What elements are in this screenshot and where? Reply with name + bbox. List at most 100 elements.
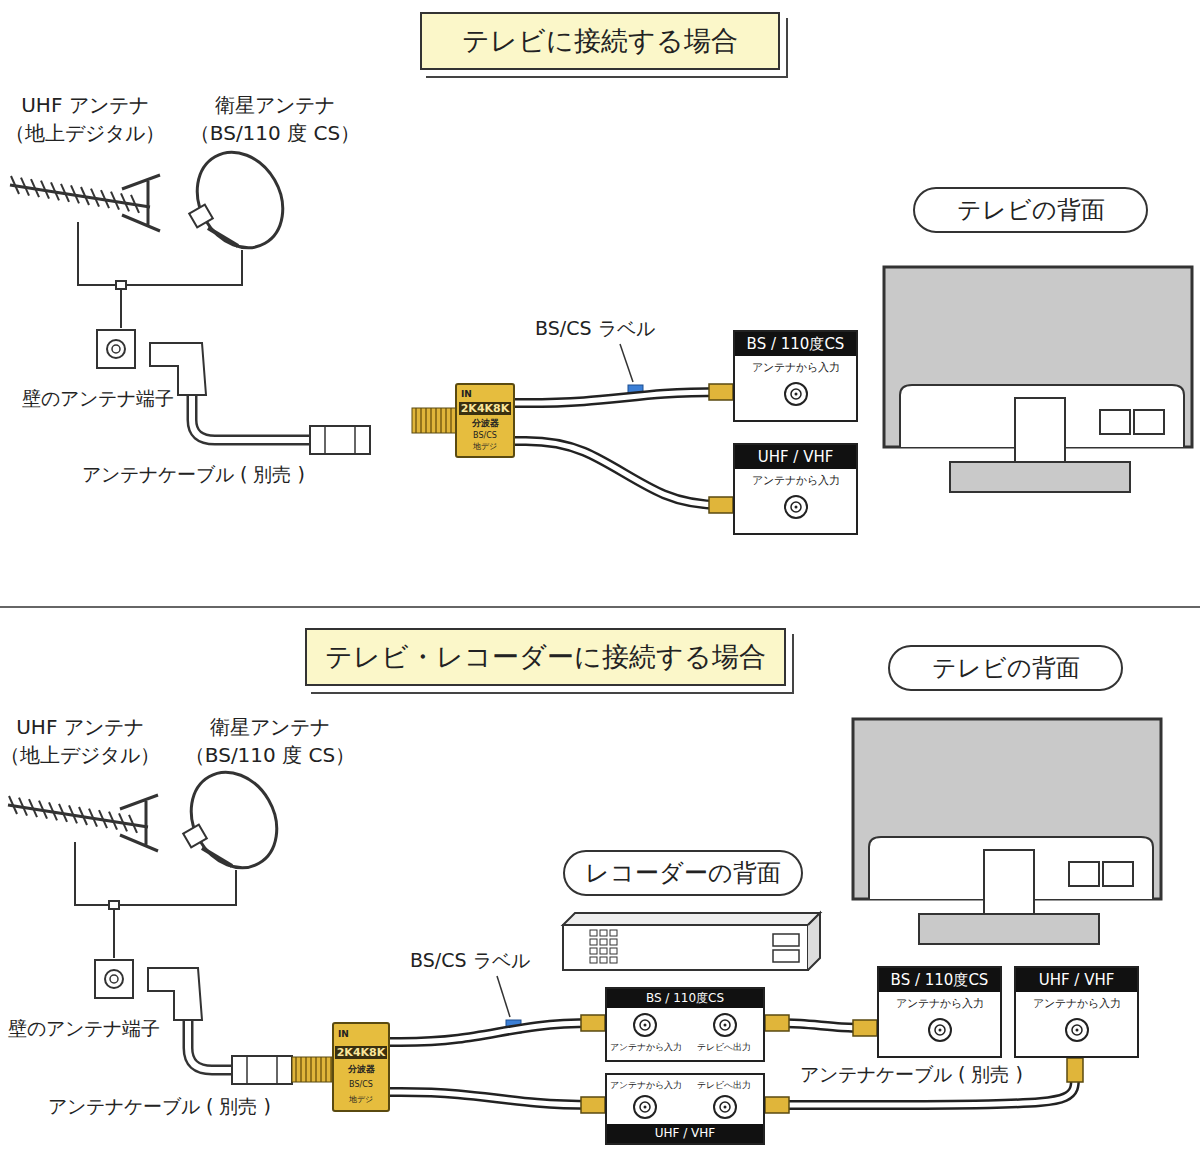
antenna-cable: [150, 343, 370, 454]
splitter-marking: 2K4K8K: [459, 402, 512, 415]
f-connector-nut: [709, 384, 733, 400]
splitter-marking: 分波器: [472, 419, 499, 428]
satellite-dish: [180, 137, 299, 264]
coax-jack: [783, 381, 809, 407]
terminal-header: BS / 110度CS: [607, 989, 763, 1008]
f-connector-nut: [765, 1015, 789, 1031]
f-connector-nut: [853, 1020, 877, 1036]
part-label: アンテナケーブル ( 別売 ): [48, 1094, 271, 1120]
antenna-label: （BS/110 度 CS）: [185, 742, 355, 769]
cable-core: [390, 1023, 605, 1042]
coax-jack: [783, 494, 809, 520]
antenna-cable: [148, 968, 292, 1084]
terminal-text: アンテナから入力: [607, 1079, 685, 1092]
antenna-cable: [765, 1015, 877, 1036]
coax-jack: [632, 1012, 658, 1038]
section-title-text: テレビに接続する場合: [462, 23, 738, 59]
cable-sheath: [765, 1058, 1075, 1105]
terminal-text: アンテナから入力: [735, 360, 856, 375]
terminal-text: アンテナから入力: [1016, 996, 1137, 1011]
terminal-text: UHF / VHF: [607, 1124, 763, 1143]
caption-text: レコーダーの背面: [585, 857, 781, 889]
wall-outlet: [97, 330, 135, 368]
antenna-label: UHF アンテナ: [21, 92, 149, 119]
recorder-back-caption: レコーダーの背面: [563, 850, 803, 896]
part-label: 壁のアンテナ端子: [8, 1016, 160, 1042]
f-connector-nut: [581, 1015, 605, 1031]
splitter: IN 2K4K8K 分波器 BS/CS 地デジ: [332, 1022, 390, 1112]
splitter-marking: BS/CS: [349, 1081, 373, 1089]
splitter-marking: 地デジ: [349, 1096, 373, 1104]
terminal-text: アンテナから入力: [735, 473, 856, 488]
coax-jack: [712, 1094, 738, 1120]
splitter-marking: BS/CS: [473, 432, 497, 440]
part-label: BS/CS ラベル: [535, 316, 655, 342]
terminal-header: UHF / VHF: [735, 445, 856, 469]
cable-core: [515, 441, 733, 505]
antenna-wires: [78, 222, 242, 328]
splitter-thread: [292, 1057, 332, 1082]
terminal-text: テレビへ出力: [685, 1079, 763, 1092]
splitter: IN 2K4K8K 分波器 BS/CS 地デジ: [455, 383, 515, 458]
tv-back: [884, 267, 1192, 492]
recorder: [563, 913, 820, 970]
antenna-label: （地上デジタル）: [0, 742, 160, 769]
uhf-antenna: [8, 795, 158, 851]
f-connector-nut: [765, 1097, 789, 1113]
terminal-header: UHF / VHF: [1016, 968, 1137, 992]
tv-back: [853, 719, 1161, 944]
splitter-marking: 地デジ: [473, 443, 497, 451]
tv-terminal-bs: BS / 110度CS アンテナから入力: [877, 966, 1002, 1058]
recorder-terminal-uhf: アンテナから入力テレビへ出力 UHF / VHF: [605, 1073, 765, 1145]
caption-text: テレビの背面: [932, 652, 1080, 684]
terminal-header: BS / 110度CS: [879, 968, 1000, 992]
tv-terminal-uhf: UHF / VHF アンテナから入力: [733, 443, 858, 535]
terminal-text: アンテナから入力: [879, 996, 1000, 1011]
terminal-header: BS / 110度CS: [735, 332, 856, 356]
part-label: BS/CS ラベル: [410, 948, 530, 974]
cable-core: [390, 1092, 605, 1105]
antenna-cable: [765, 1058, 1083, 1113]
satellite-dish: [174, 757, 293, 884]
wall-outlet: [95, 960, 133, 998]
splitter-marking: 分波器: [348, 1065, 375, 1074]
cable-sheath: [390, 1092, 605, 1105]
cable-core: [765, 1058, 1075, 1105]
splitter-marking: IN: [338, 1030, 349, 1039]
splitter-marking: IN: [461, 390, 472, 399]
antenna-label: 衛星アンテナ: [215, 92, 335, 119]
caption-text: テレビの背面: [957, 194, 1105, 226]
section-title: テレビに接続する場合: [420, 12, 780, 70]
f-connector-nut: [1067, 1058, 1083, 1082]
coax-jack: [927, 1017, 953, 1043]
coax-jack: [1064, 1017, 1090, 1043]
section-title-text: テレビ・レコーダーに接続する場合: [325, 639, 766, 675]
cable-sheath: [390, 1023, 605, 1042]
antenna-label: （BS/110 度 CS）: [190, 120, 360, 147]
cable-core: [515, 392, 733, 403]
terminal-text: アンテナから入力: [607, 1041, 685, 1054]
f-connector-nut: [709, 497, 733, 513]
antenna-wires: [75, 842, 236, 958]
section-divider: [0, 606, 1200, 608]
coax-jack: [632, 1094, 658, 1120]
bs-cs-label-mark: [620, 344, 643, 398]
antenna-cable: [515, 384, 733, 403]
tv-back-caption: テレビの背面: [913, 187, 1148, 233]
part-label: アンテナケーブル ( 別売 ): [82, 462, 305, 488]
cable-sheath: [515, 441, 733, 505]
uhf-antenna: [10, 175, 160, 231]
antenna-cable: [515, 441, 733, 513]
f-connector-nut: [581, 1097, 605, 1113]
coax-jack: [712, 1012, 738, 1038]
antenna-cable: [390, 1092, 605, 1113]
splitter-marking: 2K4K8K: [335, 1046, 388, 1059]
tv-terminal-bs: BS / 110度CS アンテナから入力: [733, 330, 858, 422]
cable-sheath: [515, 392, 733, 403]
tv-terminal-uhf: UHF / VHF アンテナから入力: [1014, 966, 1139, 1058]
part-label: アンテナケーブル ( 別売 ): [798, 1062, 1025, 1088]
terminal-text: テレビへ出力: [685, 1041, 763, 1054]
antenna-label: 衛星アンテナ: [210, 714, 330, 741]
antenna-cable: [390, 1015, 605, 1042]
splitter-thread: [412, 408, 457, 433]
